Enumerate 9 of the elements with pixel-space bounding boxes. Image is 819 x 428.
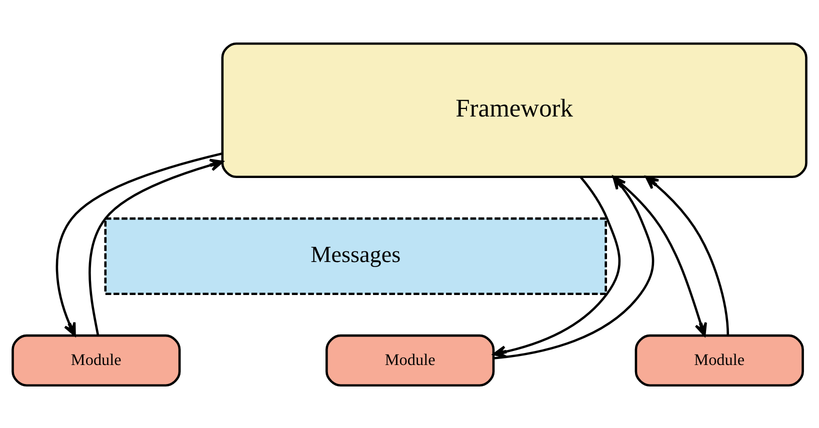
arrow xyxy=(56,152,222,336)
node-box: Module xyxy=(12,334,181,386)
node-box: Module xyxy=(634,334,804,386)
node-box: Framework xyxy=(221,42,808,178)
arrow xyxy=(612,176,707,336)
node-box: Messages xyxy=(104,216,607,294)
node-box: Module xyxy=(326,334,495,386)
arrow xyxy=(88,158,224,335)
arrow xyxy=(645,175,730,335)
